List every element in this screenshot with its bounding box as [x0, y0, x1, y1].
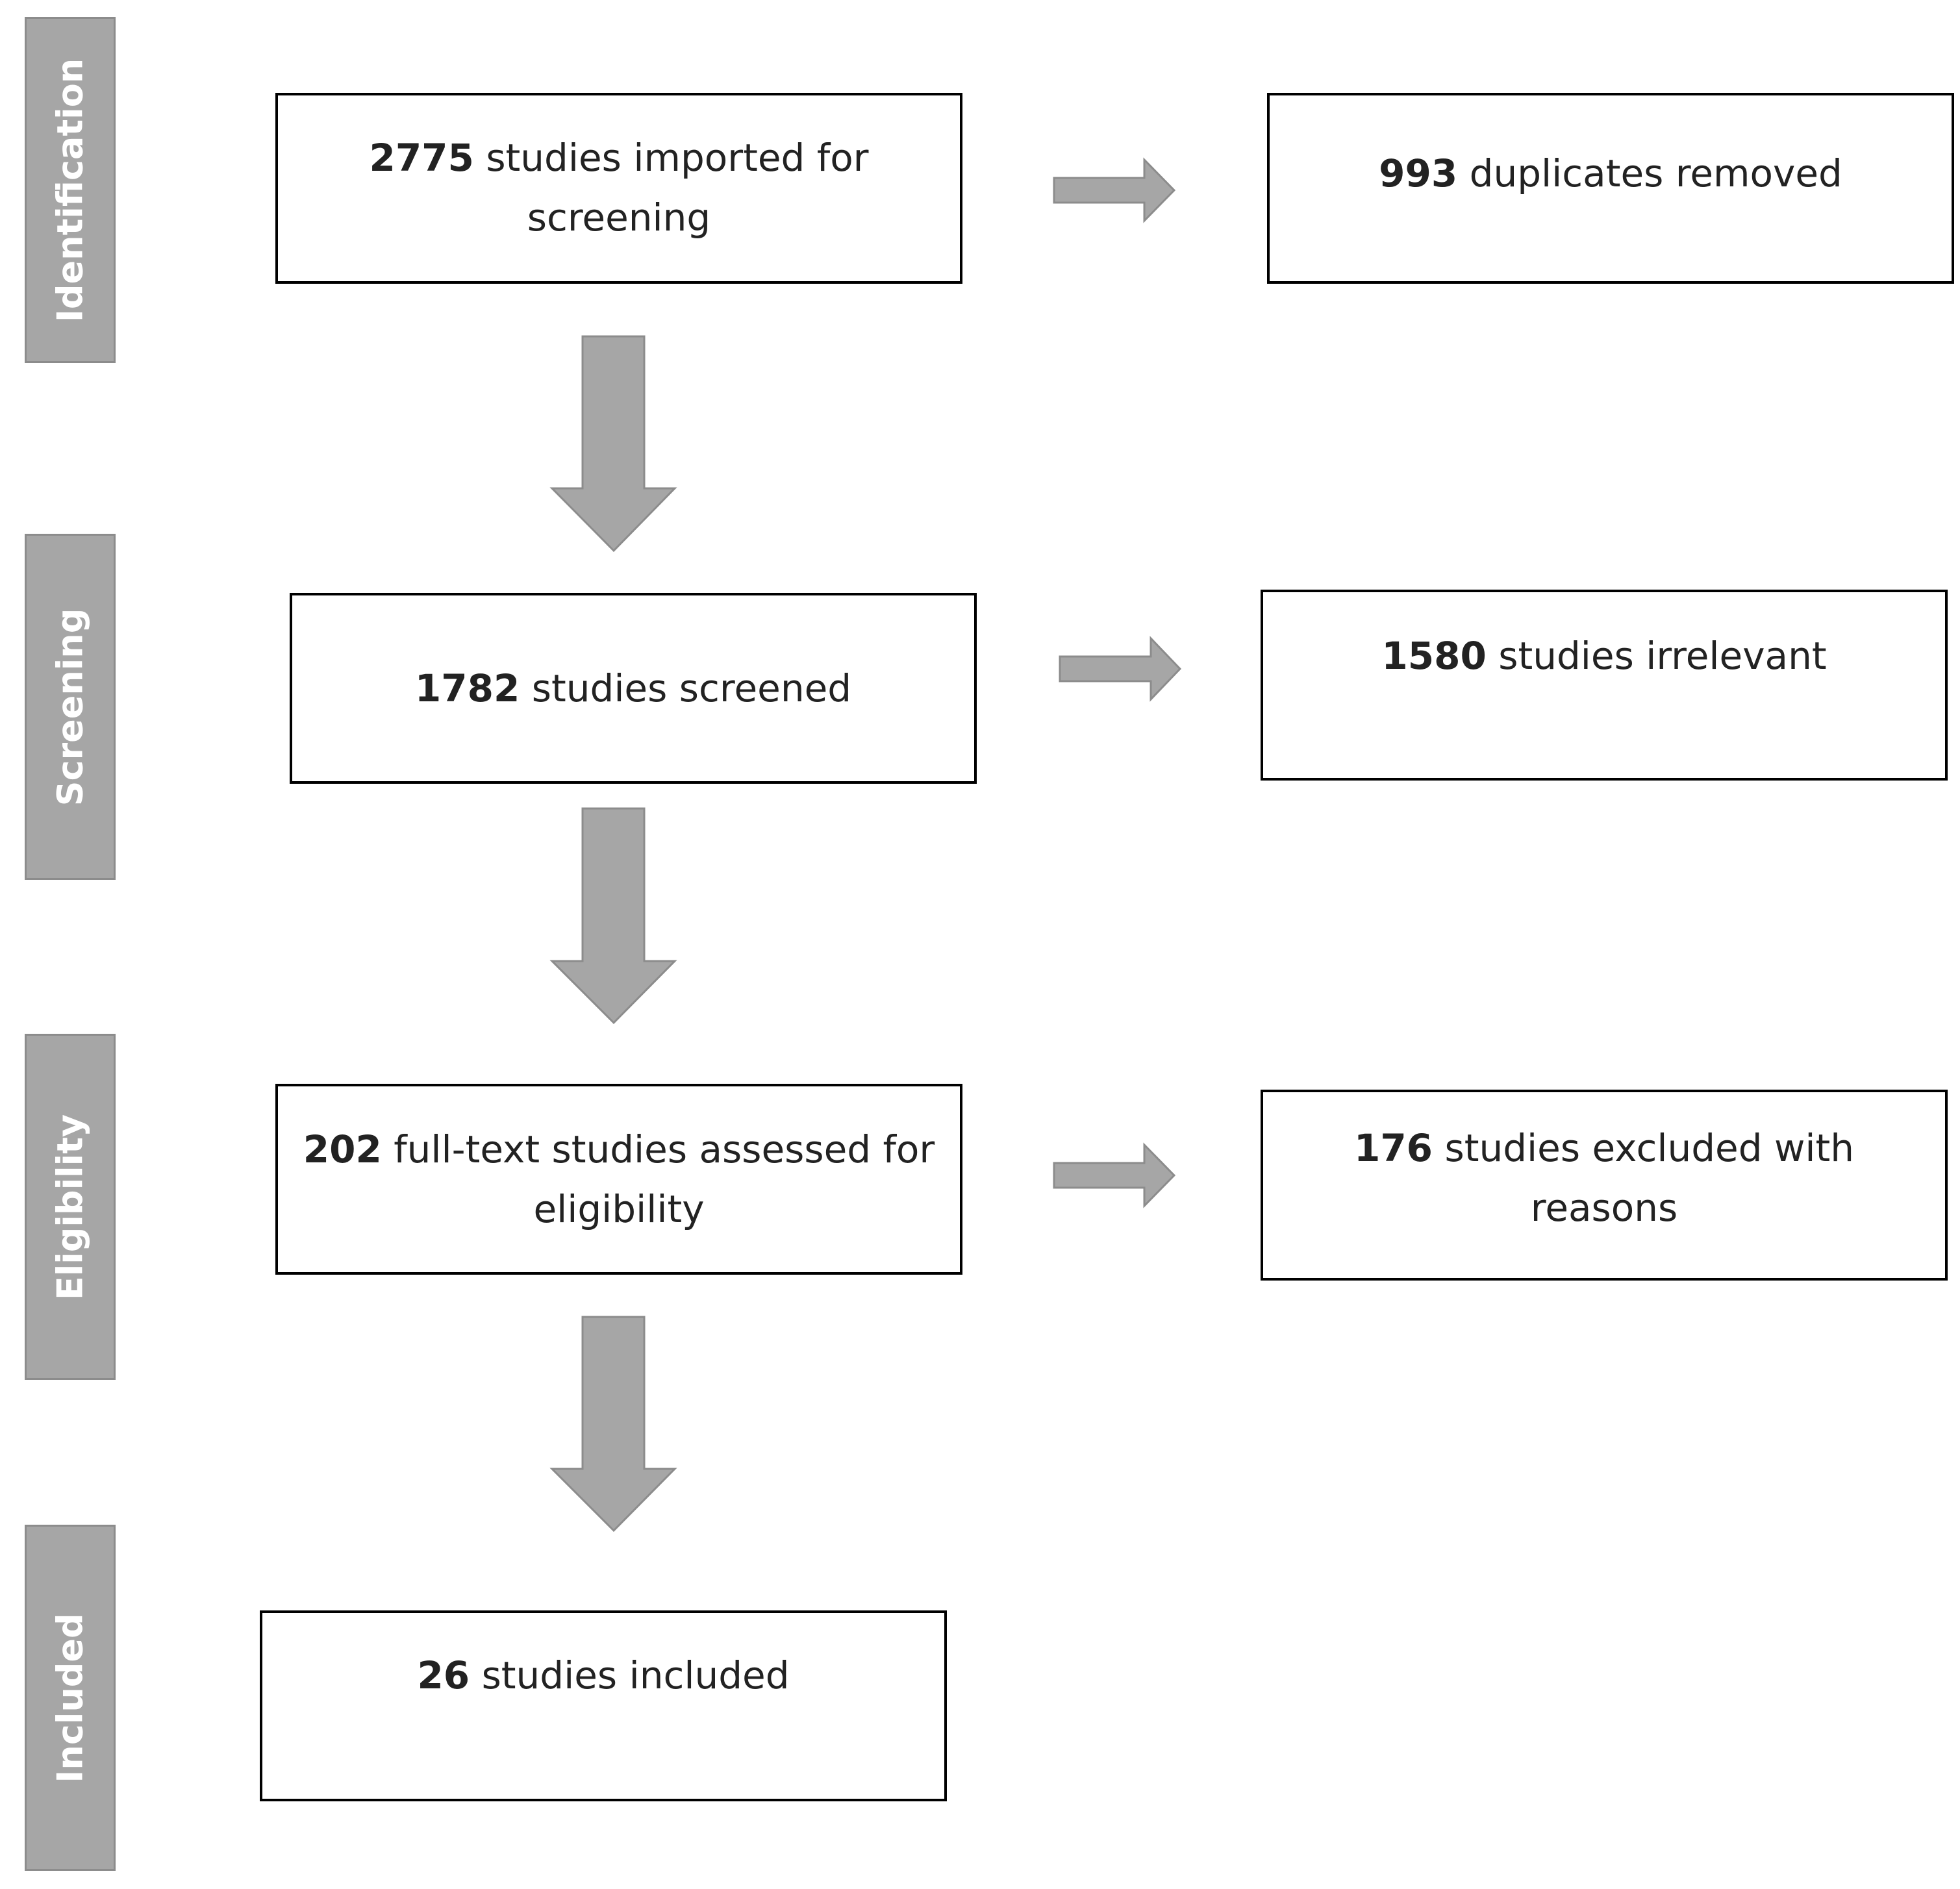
- right-arrow-1: [1053, 157, 1176, 223]
- text-included-1: studies included: [470, 1653, 790, 1697]
- box-excluded-line1: 176 studies excluded with: [1354, 1118, 1854, 1178]
- stage-eligibility: Eligibility: [25, 1034, 116, 1380]
- box-studies-included: 26 studies included: [260, 1610, 947, 1801]
- box-studies-imported: 2775 studies imported for screening: [275, 93, 962, 284]
- text-excluded-1: studies excluded with: [1433, 1126, 1855, 1170]
- text-duplicates-1: duplicates removed: [1457, 151, 1842, 195]
- text-excluded-2: reasons: [1530, 1186, 1678, 1230]
- box-studies-irrelevant: 1580 studies irrelevant: [1261, 590, 1948, 781]
- stage-screening: Screening: [25, 534, 116, 880]
- count-imported: 2775: [369, 136, 474, 180]
- right-arrow-2: [1059, 636, 1182, 702]
- count-irrelevant: 1580: [1381, 634, 1487, 678]
- box-studies-imported-line1: 2775 studies imported for: [369, 128, 868, 188]
- text-irrelevant-1: studies irrelevant: [1486, 634, 1827, 678]
- text-imported-2: screening: [527, 195, 711, 240]
- box-studies-screened-line1: 1782 studies screened: [415, 658, 851, 718]
- stage-included: Included: [25, 1525, 116, 1871]
- text-imported-1: studies imported for: [473, 136, 869, 180]
- box-irrelevant-line1: 1580 studies irrelevant: [1381, 626, 1826, 686]
- box-fulltext-line1: 202 full-text studies assessed for: [303, 1120, 935, 1179]
- stage-identification: Identification: [25, 17, 116, 363]
- text-fulltext-1: full-text studies assessed for: [381, 1127, 935, 1171]
- right-arrow-3: [1053, 1142, 1176, 1208]
- down-arrow-3: [549, 1316, 677, 1532]
- box-studies-screened: 1782 studies screened: [290, 593, 977, 784]
- count-duplicates: 993: [1379, 151, 1458, 195]
- count-fulltext: 202: [303, 1127, 382, 1171]
- box-duplicates-removed: 993 duplicates removed: [1267, 93, 1954, 284]
- count-screened: 1782: [414, 666, 520, 710]
- count-excluded: 176: [1353, 1126, 1433, 1170]
- box-duplicates-line1: 993 duplicates removed: [1379, 144, 1842, 203]
- box-fulltext-assessed: 202 full-text studies assessed for eligi…: [275, 1084, 962, 1275]
- down-arrow-2: [549, 807, 677, 1025]
- down-arrow-1: [549, 335, 677, 553]
- text-screened-1: studies screened: [520, 666, 852, 710]
- count-included: 26: [417, 1653, 470, 1697]
- box-studies-excluded: 176 studies excluded with reasons: [1261, 1090, 1948, 1281]
- box-studies-included-line1: 26 studies included: [417, 1645, 789, 1705]
- text-fulltext-2: eligibility: [533, 1187, 705, 1231]
